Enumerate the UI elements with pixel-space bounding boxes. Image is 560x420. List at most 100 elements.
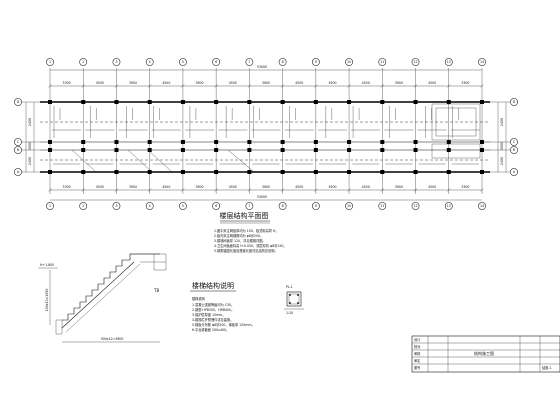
axis-label-top: 13 xyxy=(447,60,451,64)
side-dimension-left: 2400 xyxy=(28,157,32,165)
axis-bubble-left xyxy=(14,98,22,106)
stair-section: H+1.800 150x13=1950 TB 300x12=3600 xyxy=(38,253,167,343)
column xyxy=(313,100,318,104)
axis-bubble-top xyxy=(345,58,353,66)
overall-dimension-top: 53000 xyxy=(257,65,267,69)
axis-bubble-top xyxy=(411,58,420,66)
bay-dimension-top: 4500 xyxy=(229,81,237,85)
stair-note-4: 4.楼梯栏杆预埋件详见建施。 xyxy=(192,317,233,322)
stair-label: TB xyxy=(153,288,159,293)
column xyxy=(413,100,418,104)
column xyxy=(380,148,385,152)
column xyxy=(446,170,451,174)
column xyxy=(313,170,318,174)
bay-dimension-top: 4500 xyxy=(295,81,303,85)
bay-dimension-top: 3300 xyxy=(63,81,71,85)
axis-label-right: C xyxy=(513,140,516,144)
axis-label-bottom: 4 xyxy=(149,204,151,208)
bay-dimension-top: 3900 xyxy=(129,81,137,85)
axis-bubble-top xyxy=(46,58,54,66)
axis-label-bottom: 12 xyxy=(414,204,418,208)
bay-dimension-top: 4500 xyxy=(362,81,370,85)
note-line-4: 4.卫生间板面标高 H-0.050，双层双向 φ8@150。 xyxy=(214,243,287,248)
dim-tick xyxy=(214,84,218,88)
axis-label-bottom: 10 xyxy=(347,204,351,208)
axis-bubble-right xyxy=(510,168,518,176)
column xyxy=(280,148,285,152)
axis-bubble-top xyxy=(245,58,254,66)
dim-tick xyxy=(247,188,252,192)
tb-row-1: 校对 xyxy=(414,344,421,349)
axis-bubble-top xyxy=(79,58,88,66)
column xyxy=(114,140,119,144)
dim-tick xyxy=(48,84,52,88)
column xyxy=(280,170,285,174)
stair-notes: 楼梯结构说明 楼梯说明 1.混凝土强度等级均为 C30。 2.钢筋 HPB300… xyxy=(190,281,255,332)
bay-dimension-bottom: 4500 xyxy=(229,185,237,189)
axis-label-bottom: 9 xyxy=(315,204,317,208)
axis-bubble-bottom xyxy=(145,202,154,210)
stair-note-0: 楼梯说明 xyxy=(192,296,205,301)
column xyxy=(247,100,252,104)
column xyxy=(446,100,451,104)
axis-bubble-top xyxy=(278,58,287,66)
column xyxy=(114,100,119,104)
general-notes: 1.图中未注明板厚均为 100，板顶标高同 H。 2.板内未注明钢筋均为 φ8@… xyxy=(214,228,287,253)
column xyxy=(480,140,484,144)
axis-bubble-bottom xyxy=(245,202,254,210)
axis-bubble-top xyxy=(444,58,453,66)
dim-tick xyxy=(148,84,152,88)
dim-tick xyxy=(413,188,418,192)
bay-dimension-top: 3900 xyxy=(328,81,336,85)
axis-bubble-top xyxy=(311,58,320,66)
column-detail: PL-1 1:20 xyxy=(284,285,304,315)
axis-label-bottom: 11 xyxy=(380,204,384,208)
axis-bubble-top xyxy=(179,58,187,66)
bay-dimension-bottom: 4500 xyxy=(428,185,436,189)
axis-bubble-bottom xyxy=(79,202,88,210)
tb-sheet: 结施-1 xyxy=(542,365,552,370)
bay-dimension-top: 4500 xyxy=(428,81,436,85)
bay-dimension-top: 3900 xyxy=(195,81,203,85)
axis-label-bottom: 7 xyxy=(248,204,250,208)
dim-tick xyxy=(247,84,252,88)
dim-tick xyxy=(380,84,384,88)
axis-label-bottom: 8 xyxy=(282,204,284,208)
column xyxy=(413,140,418,144)
axis-label-top: 6 xyxy=(215,60,217,64)
axis-bubble-top xyxy=(478,58,486,66)
axis-label-bottom: 1 xyxy=(49,204,51,208)
axis-bubble-left xyxy=(14,146,22,154)
bay-dimension-bottom: 3900 xyxy=(395,185,403,189)
stair-note-2: 2.钢筋 HPB300，HRB400。 xyxy=(192,307,234,312)
axis-bubble-bottom xyxy=(212,202,221,210)
bay-dimension-bottom: 3300 xyxy=(461,185,469,189)
axis-label-top: 10 xyxy=(347,60,351,64)
dim-tick xyxy=(480,188,484,192)
column xyxy=(380,100,385,104)
bay-dimension-top: 4500 xyxy=(96,81,104,85)
axis-bubble-bottom xyxy=(378,202,387,210)
stair-note-6: 6.平台梁截面 200x400。 xyxy=(192,327,229,332)
axis-label-right: D xyxy=(513,100,516,104)
column xyxy=(180,148,185,152)
bay-dimension-bottom: 3900 xyxy=(328,185,336,189)
dim-tick xyxy=(81,188,85,192)
dim-tick xyxy=(380,188,384,192)
column xyxy=(280,140,285,144)
dim-tick xyxy=(114,188,119,192)
plan-title: 楼层结构平面图 xyxy=(220,211,269,220)
column xyxy=(347,100,352,104)
axis-bubble-bottom xyxy=(46,202,54,210)
column xyxy=(147,140,152,144)
axis-label-bottom: 5 xyxy=(182,204,184,208)
dim-tick xyxy=(314,84,318,88)
dim-tick xyxy=(48,188,52,192)
note-line-3: 3.楼梯间板厚 120，详见楼梯详图。 xyxy=(214,238,266,243)
detail-scale: 1:20 xyxy=(286,311,293,315)
axis-label-bottom: 13 xyxy=(447,204,451,208)
axis-label-top: 9 xyxy=(315,60,317,64)
